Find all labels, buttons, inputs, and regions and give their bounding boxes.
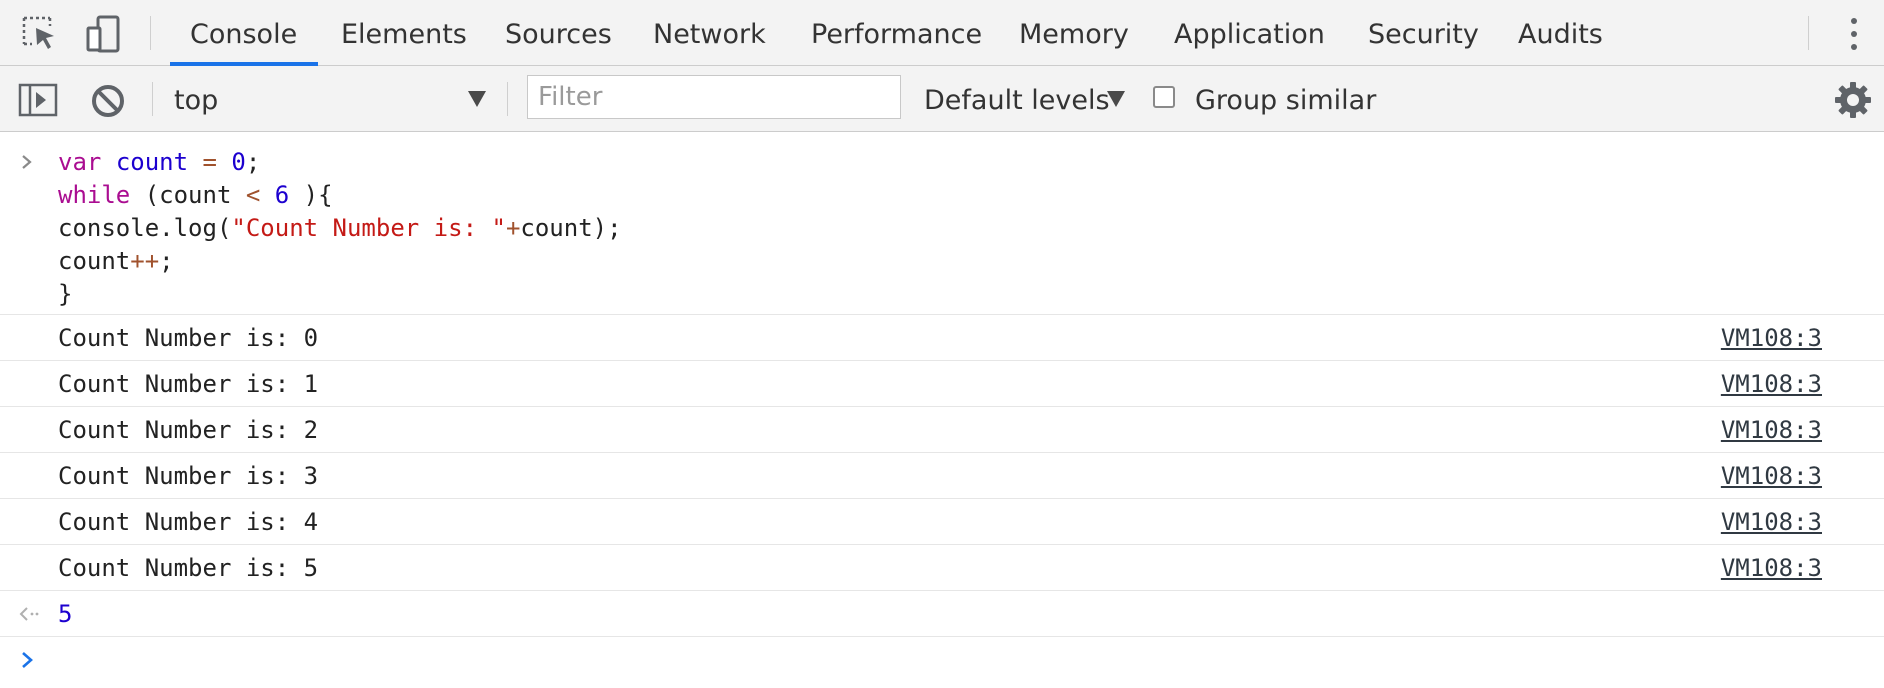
result-arrow-icon bbox=[19, 607, 39, 621]
input-prompt-chevron-icon bbox=[22, 155, 32, 169]
log-source-link[interactable]: VM108:3 bbox=[1720, 462, 1822, 490]
log-row: Count Number is: 3 VM108:3 bbox=[0, 452, 1884, 498]
log-message: Count Number is: 3 bbox=[58, 462, 319, 490]
log-message: Count Number is: 1 bbox=[58, 370, 319, 398]
log-row: Count Number is: 5 VM108:3 bbox=[0, 544, 1884, 590]
console-prompt-row[interactable] bbox=[0, 636, 1884, 688]
group-similar-label: Group similar bbox=[1195, 85, 1377, 116]
console-output[interactable]: var count = 0; while (count < 6 ){ conso… bbox=[0, 132, 1884, 688]
log-source-link[interactable]: VM108:3 bbox=[1720, 324, 1822, 352]
code-line: while (count < 6 ){ bbox=[58, 181, 333, 209]
result-value: 5 bbox=[58, 600, 73, 628]
log-message: Count Number is: 0 bbox=[58, 324, 319, 352]
kebab-menu-icon[interactable] bbox=[1846, 17, 1862, 51]
clear-console-icon[interactable] bbox=[88, 81, 128, 121]
tab-sources[interactable]: Sources bbox=[505, 19, 612, 50]
devtools-tab-bar: Console Elements Sources Network Perform… bbox=[0, 0, 1884, 66]
active-tab-indicator bbox=[170, 62, 318, 66]
dropdown-arrow-icon[interactable] bbox=[467, 90, 487, 108]
log-source-link[interactable]: VM108:3 bbox=[1720, 508, 1822, 536]
device-toolbar-icon[interactable] bbox=[84, 14, 124, 54]
console-input-code: var count = 0; while (count < 6 ){ conso… bbox=[58, 146, 622, 311]
tab-security[interactable]: Security bbox=[1368, 19, 1479, 50]
filter-input[interactable] bbox=[527, 75, 901, 119]
log-row: Count Number is: 2 VM108:3 bbox=[0, 406, 1884, 452]
tab-network[interactable]: Network bbox=[653, 19, 766, 50]
console-toolbar: top Default levels Group similar bbox=[0, 66, 1884, 132]
tab-audits[interactable]: Audits bbox=[1518, 19, 1603, 50]
tab-memory[interactable]: Memory bbox=[1019, 19, 1129, 50]
group-similar-checkbox[interactable] bbox=[1153, 86, 1175, 108]
toolbar-separator bbox=[507, 82, 508, 116]
active-prompt-chevron-icon bbox=[22, 652, 33, 668]
tab-application[interactable]: Application bbox=[1174, 19, 1325, 50]
toolbar-separator bbox=[1808, 16, 1809, 50]
code-line: var count = 0; bbox=[58, 148, 261, 176]
log-row: Count Number is: 0 VM108:3 bbox=[0, 314, 1884, 360]
log-row: Count Number is: 1 VM108:3 bbox=[0, 360, 1884, 406]
log-message: Count Number is: 4 bbox=[58, 508, 319, 536]
log-message: Count Number is: 5 bbox=[58, 554, 319, 582]
context-selector[interactable]: top bbox=[174, 85, 219, 116]
result-row: 5 bbox=[0, 590, 1884, 636]
code-line: console.log("Count Number is: "+count); bbox=[58, 214, 622, 242]
toolbar-separator bbox=[152, 82, 153, 116]
log-message: Count Number is: 2 bbox=[58, 416, 319, 444]
code-line: count++; bbox=[58, 247, 174, 275]
tab-console[interactable]: Console bbox=[190, 19, 298, 50]
code-line: } bbox=[58, 280, 73, 308]
show-sidebar-icon[interactable] bbox=[18, 81, 58, 121]
gear-icon[interactable] bbox=[1833, 80, 1873, 120]
toolbar-separator bbox=[150, 16, 151, 50]
inspect-element-icon[interactable] bbox=[20, 14, 60, 54]
log-source-link[interactable]: VM108:3 bbox=[1720, 554, 1822, 582]
dropdown-arrow-icon[interactable] bbox=[1106, 90, 1126, 108]
log-row: Count Number is: 4 VM108:3 bbox=[0, 498, 1884, 544]
log-levels-dropdown[interactable]: Default levels bbox=[924, 85, 1110, 116]
log-source-link[interactable]: VM108:3 bbox=[1720, 416, 1822, 444]
tab-performance[interactable]: Performance bbox=[811, 19, 983, 50]
tab-elements[interactable]: Elements bbox=[341, 19, 467, 50]
log-source-link[interactable]: VM108:3 bbox=[1720, 370, 1822, 398]
